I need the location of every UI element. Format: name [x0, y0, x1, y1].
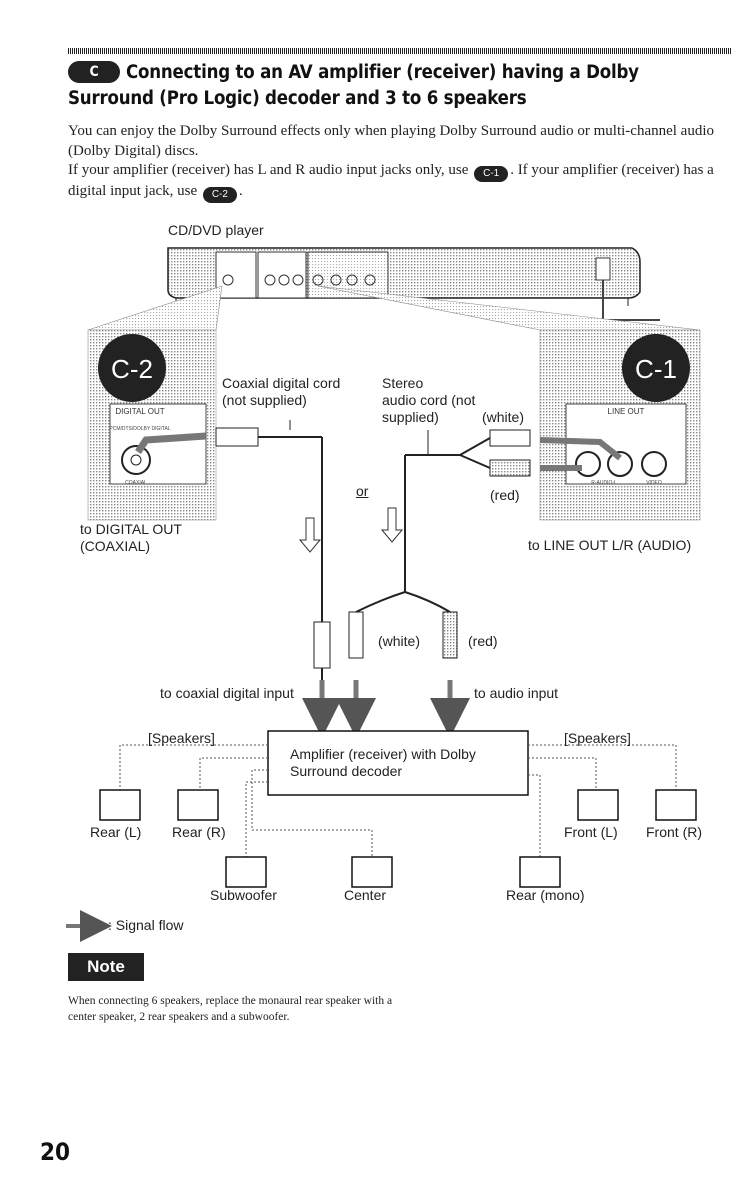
white-bottom-label: (white)	[378, 633, 421, 649]
red-bottom-label: (red)	[468, 633, 498, 649]
speaker-rear-l	[99, 789, 141, 821]
white-top-label: (white)	[482, 409, 525, 425]
down-arrow-stereo	[380, 507, 404, 543]
speaker-rear-mono	[519, 856, 561, 888]
speaker-rear-r	[177, 789, 219, 821]
rear-r-label: Rear (R)	[172, 824, 226, 840]
detail-c2: C-2 DIGITAL OUT PCM/DTS/DOLBY DIGITAL CO…	[87, 329, 217, 521]
top-rule	[68, 48, 732, 54]
c2-inline-badge: C-2	[202, 187, 237, 203]
note-title: Note	[68, 953, 144, 981]
zoom-left	[87, 285, 223, 331]
jack-r-audio-l: R-AUDIO-L	[591, 480, 617, 486]
page-number: 20	[40, 1138, 71, 1166]
section-title: Connecting to an AV amplifier (receiver)…	[68, 62, 639, 109]
or-label: or	[356, 483, 369, 499]
amplifier-label: Amplifier (receiver) with Dolby Surround…	[290, 746, 476, 779]
c2-badge-label: C-2	[111, 354, 153, 384]
rear-l-label: Rear (L)	[90, 824, 142, 840]
note-text: When connecting 6 speakers, replace the …	[68, 995, 393, 1023]
stereo-cable	[348, 429, 531, 659]
front-r-label: Front (R)	[646, 824, 702, 840]
intro-text: You can enjoy the Dolby Surround effects…	[68, 122, 728, 203]
detail-c1: C-1 LINE OUT R-AUDIO-L VIDEO	[539, 329, 701, 521]
coax-cable	[215, 420, 331, 682]
c1-inline-badge: C-1	[474, 166, 509, 182]
jack-video: VIDEO	[646, 480, 662, 486]
to-digital-out-label: to DIGITAL OUT (COAXIAL)	[80, 521, 182, 554]
speakers-left-label: [Speakers]	[148, 730, 215, 746]
signal-flow-label: : Signal flow	[108, 917, 184, 933]
speaker-subwoofer	[225, 856, 267, 888]
amplifier-box	[267, 730, 529, 796]
speaker-wiring	[119, 744, 677, 857]
c1-badge-label: C-1	[635, 354, 677, 384]
player-body	[167, 247, 660, 321]
rear-mono-label: Rear (mono)	[506, 887, 585, 903]
red-top-label: (red)	[490, 487, 520, 503]
center-label: Center	[344, 887, 387, 903]
speaker-front-r	[655, 789, 697, 821]
coax-cord-label: Coaxial digital cord (not supplied)	[222, 375, 341, 408]
player-label: CD/DVD player	[168, 222, 264, 238]
speakers-right-label: [Speakers]	[564, 730, 631, 746]
jack-digital-out: DIGITAL OUT	[115, 407, 164, 416]
jack-line-out: LINE OUT	[608, 407, 645, 416]
connection-diagram: CD/DVD player C-2 DIGITAL OUT PCM/DTS/DO…	[66, 222, 701, 942]
speaker-center	[351, 856, 393, 888]
intro-line-2: If your amplifier (receiver) has L and R…	[68, 161, 728, 203]
to-line-out-label: to LINE OUT L/R (AUDIO)	[528, 537, 692, 553]
section-badge: C	[68, 61, 120, 83]
speaker-front-l	[577, 789, 619, 821]
to-audio-input-label: to audio input	[474, 685, 559, 701]
jack-pcm: PCM/DTS/DOLBY DIGITAL	[109, 426, 170, 432]
stereo-cord-label: Stereo audio cord (not supplied)	[382, 375, 476, 425]
subwoofer-label: Subwoofer	[210, 887, 277, 903]
front-l-label: Front (L)	[564, 824, 618, 840]
intro-line-1: You can enjoy the Dolby Surround effects…	[68, 123, 715, 159]
down-arrow-coax	[298, 517, 322, 553]
jack-coaxial: COAXIAL	[125, 480, 147, 486]
to-coax-input-label: to coaxial digital input	[160, 685, 294, 701]
